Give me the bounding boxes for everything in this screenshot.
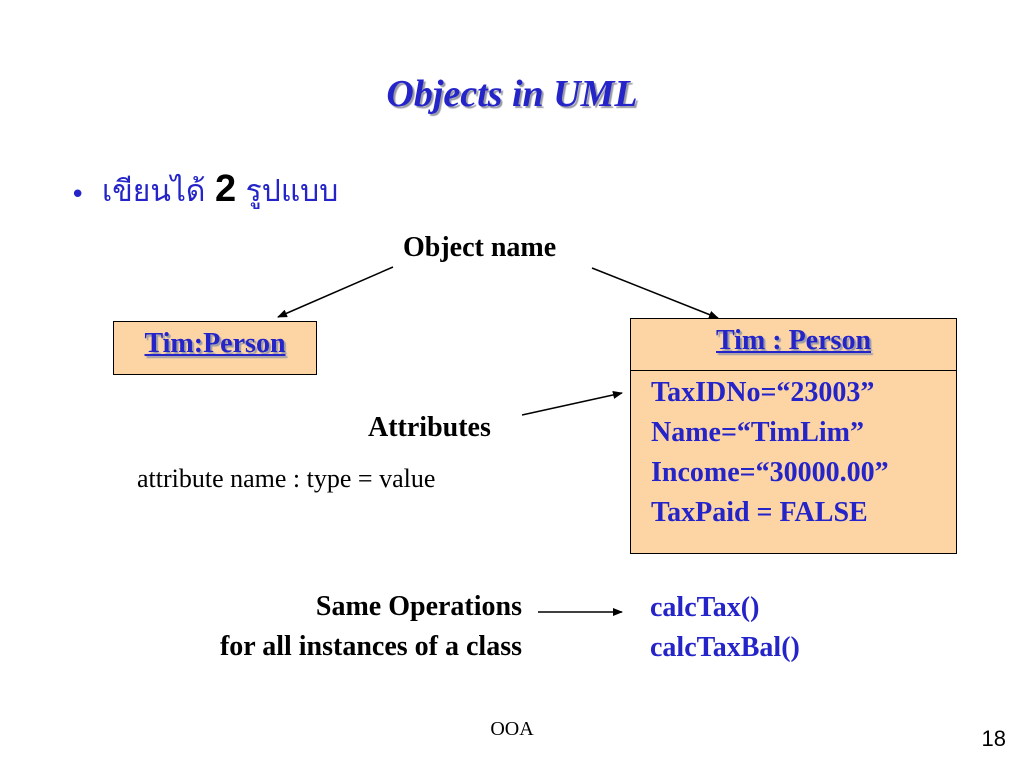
attribute-syntax: attribute name : type = value [137,464,436,493]
bullet-suffix: รูปแบบ [245,174,339,209]
operations-label-line1: Same Operations [315,591,522,622]
attribute-taxpaid: TaxPaid = FALSE [651,497,868,528]
left-object-name: Tim:Person [144,328,286,359]
right-object-name: Tim : Person [715,325,872,356]
left-object-box: Tim:Person [113,321,317,375]
page-number: 18 [981,726,1006,751]
object-name-label: Object name [403,232,557,263]
attribute-income: Income=“30000.00” [651,457,889,488]
operations-list: calcTax() calcTaxBal() [650,588,800,668]
attribute-taxidno: TaxIDNo=“23003” [651,377,875,408]
bullet-number: 2 [214,168,237,210]
operations-label-line2: for all instances of a class [219,631,522,662]
bullet-prefix: เขียนได้ [102,174,206,209]
attributes-compartment: TaxIDNo=“23003” Name=“TimLim” Income=“30… [630,370,957,554]
operation-calctax: calcTax() [650,592,760,623]
bullet-text: เขียนได้ 2 รูปแบบ [102,168,338,215]
bullet-dot: • [70,180,86,210]
attributes-label: Attributes [368,412,491,443]
attribute-name: Name=“TimLim” [651,417,864,448]
slide-title: Objects in UML [386,73,638,115]
arrow-to-attributes [521,391,623,416]
attributes-list: TaxIDNo=“23003” Name=“TimLim” Income=“30… [631,371,956,533]
right-object-name-compartment: Tim : Person [630,318,957,371]
arrow-to-right-box [591,267,719,319]
operation-calctaxbal: calcTaxBal() [650,632,800,663]
footer-text: OOA [490,718,534,740]
arrow-to-left-box [277,266,394,318]
